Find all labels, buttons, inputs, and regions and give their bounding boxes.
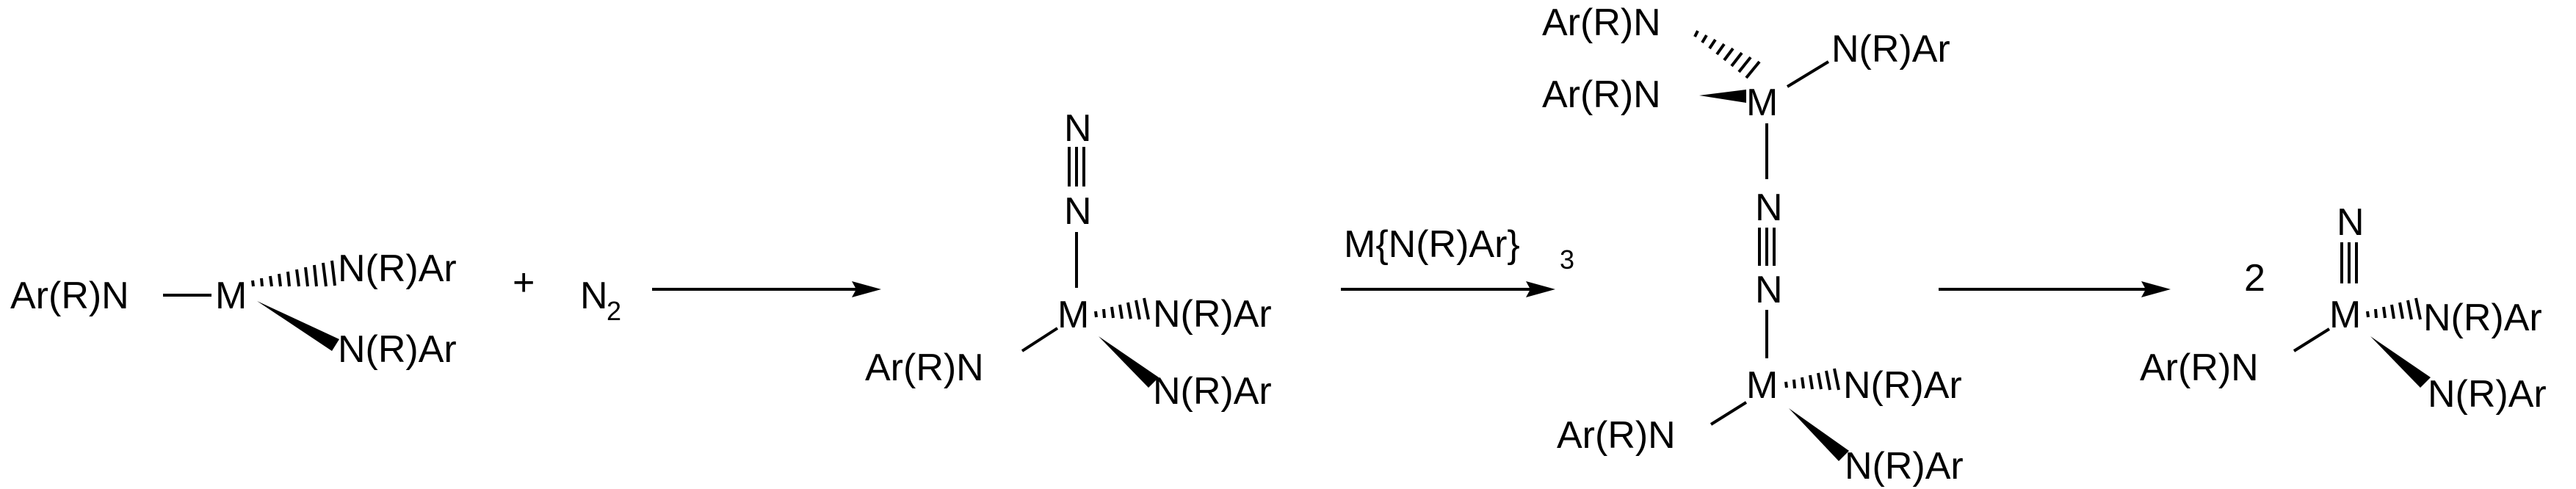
reactant-ligand-upper: N(R)Ar xyxy=(338,247,457,290)
intermediate-ligand-upper: N(R)Ar xyxy=(1153,293,1272,336)
reactant-metal: M xyxy=(215,275,247,317)
reactant-hashed-bond xyxy=(251,260,336,287)
dimer-n-upper: N xyxy=(1755,186,1783,229)
reactant-complex: Ar(R)N M N(R)Ar N(R)Ar xyxy=(10,247,457,371)
product-ligand-left: Ar(R)N xyxy=(2140,347,2259,389)
product-nitride-n: N xyxy=(2337,201,2365,244)
dimer-upper-ligand-left: Ar(R)N xyxy=(1542,73,1661,116)
dimer-lower-wedge-bond xyxy=(1789,408,1849,461)
reactant-ligand-lower: N(R)Ar xyxy=(338,328,457,371)
dimer-n-lower: N xyxy=(1755,269,1783,311)
intermediate-n-top: N xyxy=(1064,107,1092,150)
reactant-ligand-left: Ar(R)N xyxy=(10,275,129,317)
intermediate-ligand-lower: N(R)Ar xyxy=(1153,370,1272,413)
product-coefficient: 2 xyxy=(2244,257,2265,300)
dimer-upper-ligand-top-left: Ar(R)N xyxy=(1542,1,1661,44)
intermediate-wedge-bond xyxy=(1099,336,1159,388)
reagent-subscript: 3 xyxy=(1560,245,1574,275)
dimer-lower-ligand-left: Ar(R)N xyxy=(1557,414,1676,457)
plus-sign: + xyxy=(513,261,535,304)
reactant-wedge-bond xyxy=(257,301,339,351)
reaction-arrow-1 xyxy=(652,281,881,297)
dimer-upper-wedge-bond xyxy=(1699,90,1746,103)
reaction-arrow-3 xyxy=(1939,281,2171,297)
dimer-lower-ligand-upper: N(R)Ar xyxy=(1843,364,1962,407)
product-complex: 2 N M Ar(R)N N(R)Ar N(R)Ar xyxy=(2140,201,2547,416)
product-ligand-upper: N(R)Ar xyxy=(2423,297,2542,339)
reaction-arrow-2: M{N(R)Ar} 3 xyxy=(1341,223,1574,297)
dinitrogen-subscript: 2 xyxy=(607,296,621,326)
dimer-upper-ligand-right: N(R)Ar xyxy=(1831,28,1950,70)
product-wedge-bond xyxy=(2370,336,2431,388)
dimer-upper-hashed-bond xyxy=(1693,30,1761,79)
product-hashed-bond xyxy=(2366,297,2422,320)
product-metal: M xyxy=(2329,294,2361,336)
product-ligand-lower: N(R)Ar xyxy=(2428,373,2547,416)
dimer-complex: Ar(R)N Ar(R)N M N(R)Ar N N M Ar(R)N xyxy=(1542,1,1964,488)
intermediate-metal: M xyxy=(1057,294,1089,336)
intermediate-complex: N N M Ar(R)N N(R)Ar N(R)Ar xyxy=(865,107,1272,413)
intermediate-ligand-left: Ar(R)N xyxy=(865,347,984,389)
dimer-lower-metal: M xyxy=(1746,364,1778,407)
dimer-upper-metal: M xyxy=(1746,82,1778,124)
dinitrogen: N 2 xyxy=(580,275,621,326)
dinitrogen-base: N xyxy=(580,275,608,317)
reagent-label: M{N(R)Ar} xyxy=(1344,223,1520,266)
intermediate-hashed-bond xyxy=(1094,297,1150,320)
intermediate-n-mid: N xyxy=(1064,190,1092,233)
dimer-lower-ligand-lower: N(R)Ar xyxy=(1845,445,1964,488)
dimer-lower-hashed-bond xyxy=(1784,368,1840,391)
